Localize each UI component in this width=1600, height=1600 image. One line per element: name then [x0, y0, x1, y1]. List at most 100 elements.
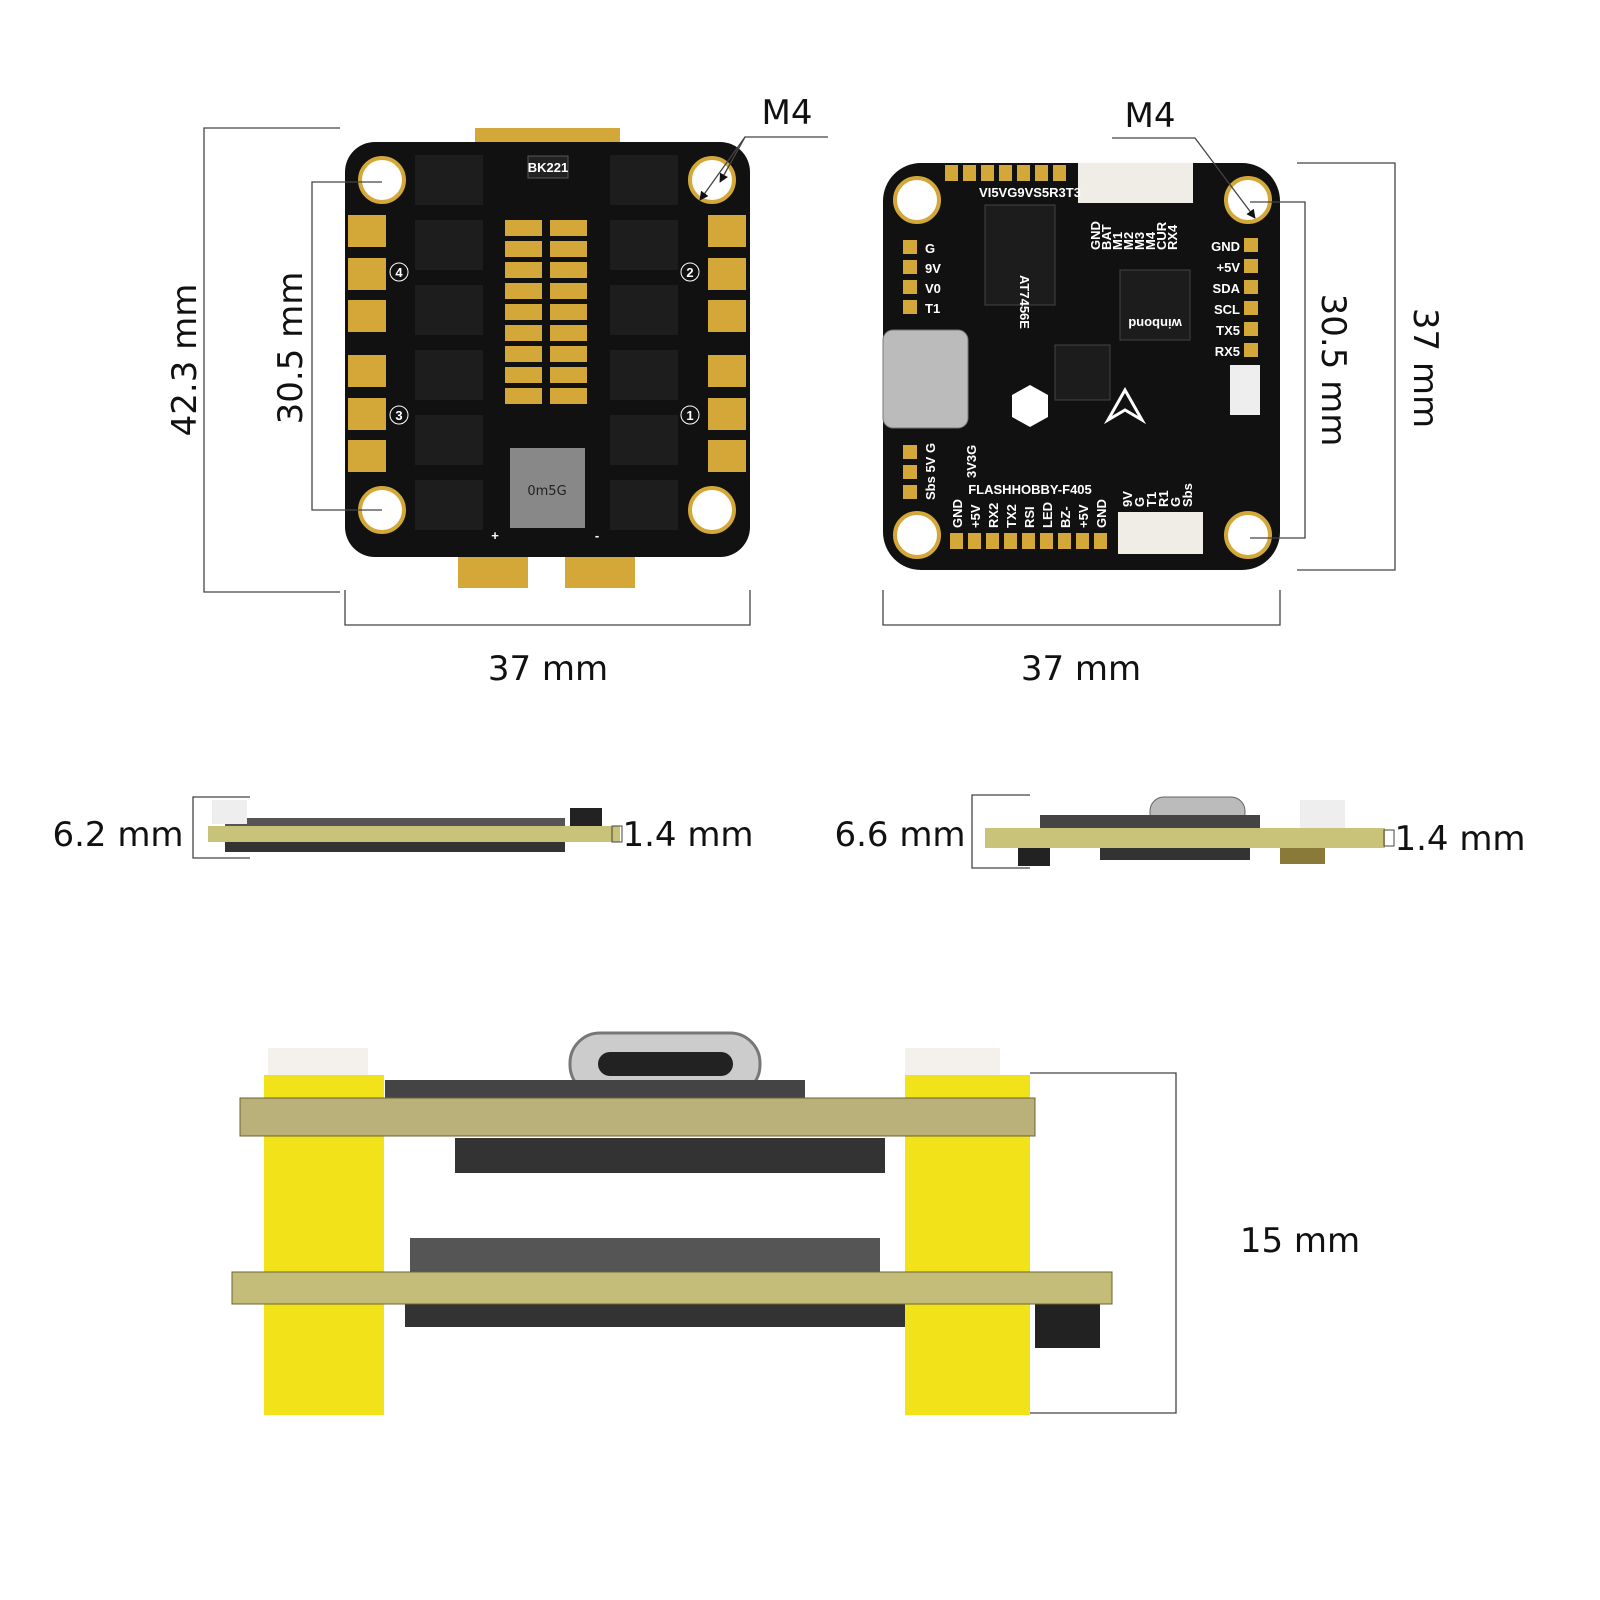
- solder-pad: [903, 445, 917, 459]
- solder-pad: [1244, 322, 1258, 336]
- solder-pad: [1017, 165, 1030, 181]
- usb-c-port: [882, 329, 969, 429]
- pad-label: G: [1168, 497, 1183, 507]
- solder-pad: [903, 260, 917, 274]
- solder-pad: [903, 485, 917, 499]
- pad-label: 3V3G: [964, 445, 979, 478]
- motor-pad: [348, 300, 386, 332]
- flash-chip: [1119, 269, 1191, 341]
- esc-side-height-label: 6.2 mm: [52, 815, 183, 855]
- mosfet: [610, 350, 678, 400]
- capacitor: [505, 241, 542, 257]
- pad-label: GND: [950, 499, 965, 528]
- fc-dimension-lines: [882, 137, 1396, 626]
- solder-pad: [1244, 259, 1258, 273]
- pad-label: M3: [1132, 232, 1147, 250]
- motor-pad: [708, 355, 746, 387]
- pad-label: GND: [1088, 221, 1103, 250]
- pad-label: Sbs: [1180, 483, 1195, 507]
- solder-pad: [1004, 533, 1017, 549]
- capacitor: [550, 325, 587, 341]
- stack-height-label: 15 mm: [1240, 1221, 1360, 1261]
- pad-label: BAT: [1099, 224, 1114, 250]
- solder-pad: [903, 280, 917, 294]
- solder-pad: [1022, 533, 1035, 549]
- led: [268, 1048, 368, 1078]
- stack-side-view: [231, 1031, 1177, 1415]
- esc-height-outer-label: 42.3 mm: [165, 284, 205, 437]
- capacitor: [505, 325, 542, 341]
- pad-label: T1: [1144, 492, 1159, 507]
- pad-label: M1: [1110, 232, 1125, 250]
- pad-label: GND: [1094, 499, 1109, 528]
- capacitor: [550, 283, 587, 299]
- esc-side-view: [192, 796, 623, 859]
- solder-pad: [986, 533, 999, 549]
- fc-pads: [903, 165, 1258, 549]
- motor-number: 4: [395, 265, 403, 280]
- solder-pad: [968, 533, 981, 549]
- solder-pad: [999, 165, 1012, 181]
- solder-pad: [903, 300, 917, 314]
- solder-pad: [1076, 533, 1089, 549]
- fc-brand-label: FLASHHOBBY-F405: [968, 482, 1092, 497]
- shunt-resistor: [510, 448, 585, 528]
- mosfet: [415, 220, 483, 270]
- pad-label: RSI: [1022, 506, 1037, 528]
- solder-pad: [1244, 343, 1258, 357]
- fc-height-inner-label: 30.5 mm: [1313, 294, 1353, 447]
- arrow-logo-icon: [1103, 386, 1147, 425]
- motor-pad: [348, 398, 386, 430]
- motor-pad: [348, 215, 386, 247]
- capacitor: [505, 304, 542, 320]
- boot-button: [1230, 365, 1260, 415]
- pad-label: 9V: [1120, 491, 1135, 507]
- pad-label: LED: [1040, 502, 1055, 528]
- motor-pad: [348, 355, 386, 387]
- capacitor: [505, 346, 542, 362]
- solder-pad: [903, 240, 917, 254]
- pad-label: SDA: [1213, 281, 1241, 296]
- fc-height-outer-label: 37 mm: [1405, 308, 1445, 428]
- solder-pad: [1244, 238, 1258, 252]
- vtx-connector: [1118, 512, 1203, 554]
- pad-label: BZ-: [1058, 506, 1073, 528]
- solder-pad: [1040, 533, 1053, 549]
- esc-connector: [1078, 163, 1193, 203]
- mosfet: [610, 155, 678, 205]
- motor-pad: [708, 300, 746, 332]
- fc-top-view: VI5VG9VS5R3T3 FLASHHOBBY-F405 AT7456E wi…: [882, 163, 1280, 570]
- mosfet: [415, 415, 483, 465]
- pad-label: T1: [925, 301, 940, 316]
- fc-side-thickness-label: 1.4 mm: [1394, 819, 1525, 859]
- pad-label: RX5: [1215, 344, 1240, 359]
- pad-label: Sbs 5V G: [923, 443, 938, 500]
- pad-label: CUR: [1154, 221, 1169, 250]
- solder-pad: [963, 165, 976, 181]
- esc-hole-label: M4: [762, 93, 813, 133]
- motor-pad: [708, 398, 746, 430]
- chip-marking: BK221: [528, 160, 568, 175]
- pad-label: 9V: [925, 261, 941, 276]
- pad-label: RX2: [986, 503, 1001, 528]
- esc-side-thickness-label: 1.4 mm: [622, 815, 753, 855]
- flash-chip-marking: winbond: [1128, 316, 1182, 331]
- fc-top-pad-labels: VI5VG9VS5R3T3: [979, 185, 1081, 200]
- fc-side-view: [971, 794, 1395, 869]
- capacitor: [550, 388, 587, 404]
- motor-pad: [348, 258, 386, 290]
- mosfet: [610, 220, 678, 270]
- esc-capacitors: [505, 220, 587, 404]
- capacitor: [550, 367, 587, 383]
- capacitor: [550, 304, 587, 320]
- pad-label: SCL: [1214, 302, 1240, 317]
- motor-pad: [708, 215, 746, 247]
- pad-label: M2: [1121, 232, 1136, 250]
- motor-number: 2: [686, 265, 693, 280]
- capacitor: [505, 262, 542, 278]
- fc-width-label: 37 mm: [1021, 649, 1141, 689]
- esc-width-label: 37 mm: [488, 649, 608, 689]
- capacitor: [550, 241, 587, 257]
- pad-label: TX2: [1004, 504, 1019, 528]
- pad-label: GND: [1211, 239, 1240, 254]
